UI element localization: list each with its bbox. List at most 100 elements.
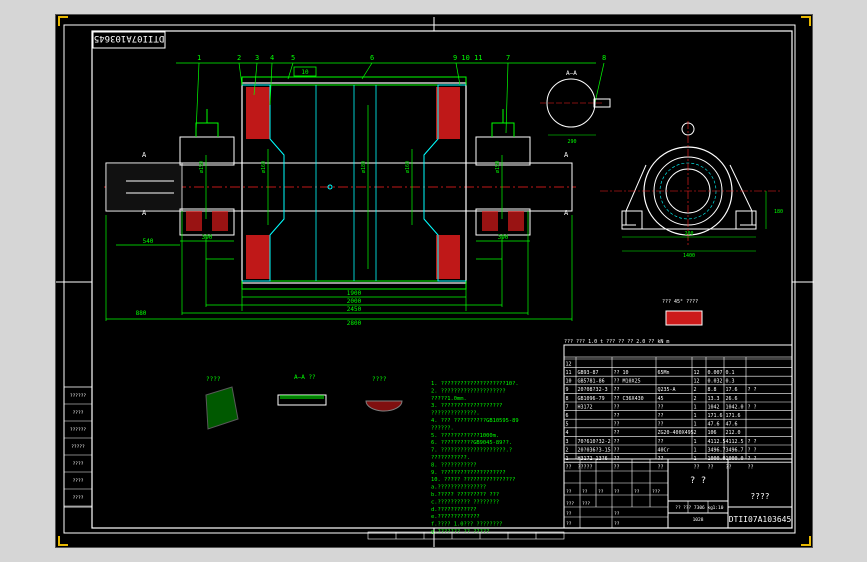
parts-cell: 5 [566, 422, 569, 428]
parts-cell: ?? [614, 422, 620, 428]
corner-handle-bl[interactable] [58, 536, 68, 546]
note-line: e.????????????? [431, 514, 480, 520]
section-aa-view: A—A 290 [540, 70, 611, 145]
parts-cell: ZG20-400X495 [658, 430, 694, 436]
stamp-label: ???? [73, 478, 84, 484]
parts-cell: ? ? [748, 387, 757, 393]
bearing-housing-view: 200 1400 180 [600, 121, 783, 259]
parts-cell: 9 [566, 387, 569, 393]
parts-cell: 8.8 [708, 387, 717, 393]
title-sheet: 1028 [693, 517, 704, 523]
parts-cell: 2 [566, 447, 569, 453]
section-mark-a2: A [142, 209, 147, 217]
tag-box-text: 10 [301, 69, 309, 76]
parts-cell: ?? [658, 404, 664, 410]
parts-cell: GB93-87 [578, 370, 599, 376]
parts-header-cell: ????? [578, 465, 593, 471]
parts-cell: 2 [694, 430, 697, 436]
dim-len4: 2800 [347, 320, 362, 327]
parts-cell: Q235-A [658, 387, 676, 393]
note-line: 9. ???????????????????? [431, 470, 506, 476]
parts-header-cell: ?? [748, 465, 754, 471]
corner-handle-tr[interactable] [801, 16, 811, 26]
parts-cell: 0.007 [708, 370, 723, 376]
parts-cell: 7 [566, 404, 569, 410]
section-mark-a3: A [564, 151, 569, 159]
drawing-canvas[interactable]: DTII07A103645 [55, 14, 814, 548]
title-row-a-1: ?? [582, 489, 588, 495]
section-mark-a4: A [564, 209, 569, 217]
title-row-a-3: ?? [614, 489, 620, 495]
parts-cell: 3496.7 [726, 447, 744, 453]
parts-cell: 2 [694, 396, 697, 402]
parts-cell: 17.6 [726, 387, 738, 393]
parts-cell: 1042.0 [726, 404, 744, 410]
dim-base: 200 [684, 231, 693, 237]
parts-cell: ?? [614, 413, 620, 419]
callout-6: 6 [370, 54, 374, 62]
corner-handle-br[interactable] [801, 536, 811, 546]
parts-cell: ?? [658, 439, 664, 445]
parts-cell: ?? [614, 447, 620, 453]
note-line: d.???????????? [431, 507, 476, 513]
title-drawing-number: DTII07A103645 [729, 515, 792, 524]
parts-cell: 1 [694, 413, 697, 419]
title-row-b-1: ??? [582, 501, 590, 507]
note-line: ??????. [431, 425, 454, 431]
parts-cell: 106 [708, 430, 717, 436]
note-line: ?????1.0mm. [431, 396, 467, 402]
parts-header-cell: ?? [726, 465, 732, 471]
parts-cell: ? ? [748, 439, 757, 445]
parts-header-cell: ?? [566, 465, 572, 471]
parts-cell: 70?610?32-2 [578, 439, 611, 445]
title-row-a-2: ?? [598, 489, 604, 495]
parts-cell: ?? [658, 422, 664, 428]
title-row-c-1: ?? [614, 511, 620, 517]
parts-cell: 3 [566, 439, 569, 445]
note-line: ??????????????. [431, 411, 480, 417]
title-row-a-0: ?? [566, 489, 572, 495]
section-aa-label: A—A [566, 70, 577, 77]
spec-line: ??? ??? 1.0 t ??? ?? ?? 2.0 ?? kN m [564, 339, 669, 345]
technical-notes: 1. ????????????????????10?.2. ??????????… [431, 381, 519, 535]
stamp-label: ????? [71, 444, 85, 450]
hatch-detail: ??? 45° ???? [662, 299, 703, 326]
diam-dim-5: ø150 [495, 161, 501, 173]
parts-cell: GB5781-86 [578, 379, 605, 385]
diam-dim-3: ø180 [361, 161, 367, 173]
title-row-b-0: ??? [566, 501, 574, 507]
parts-cell: ?? [658, 413, 664, 419]
dim-section-height: 180 [774, 209, 783, 215]
title-row-c-0: ?? [566, 511, 572, 517]
detail-label-2: A—A ?? [294, 374, 316, 381]
parts-cell: 10 [566, 379, 572, 385]
callout-3: 3 [255, 54, 259, 62]
note-line: 3. ??????????????????? [431, 403, 502, 409]
corner-handle-tl[interactable] [58, 16, 68, 26]
title-row-a-4: ?? [634, 489, 640, 495]
callout-5: 5 [291, 54, 295, 62]
parts-cell: ?? [614, 387, 620, 393]
diam-dim-1: ø150 [199, 161, 205, 173]
parts-cell: 20?08?32-3 [578, 387, 608, 393]
dim-len5: 880 [136, 310, 147, 317]
dim-small: 290 [567, 139, 576, 145]
parts-cell: 1 [694, 447, 697, 453]
parts-cell: 12 [694, 370, 700, 376]
parts-cell: 4 [566, 430, 569, 436]
parts-cell: 45 [658, 396, 664, 402]
note-line: b.????? ????????? ??? [431, 492, 499, 498]
parts-cell: 26.6 [726, 396, 738, 402]
inner-frame [91, 30, 793, 529]
parts-cell: 0.1 [726, 370, 735, 376]
stamp-label: ???? [73, 495, 84, 501]
main-pulley-view: ø150 ø160 ø180 ø160 ø150 1 2 3 4 5 6 9 1… [104, 54, 606, 327]
note-line: a.??????????????? [431, 485, 486, 491]
parts-cell: GB1096-79 [578, 396, 605, 402]
section-mark-a1: A [142, 151, 147, 159]
note-line: 5. ????????????1000m. [431, 433, 499, 439]
parts-cell: 1 [694, 404, 697, 410]
parts-cell: 20?036?3-15 [578, 447, 611, 453]
outer-frame [63, 24, 796, 534]
title-weight: ??? 7306 kg [683, 505, 713, 511]
